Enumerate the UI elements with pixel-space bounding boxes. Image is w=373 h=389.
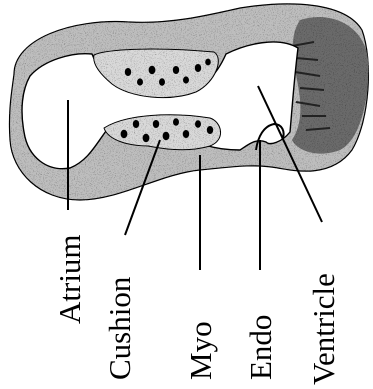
label-myo: Myo [183, 321, 218, 380]
label-cushion: Cushion [102, 276, 137, 380]
label-ventricle: Ventricle [306, 273, 341, 385]
label-atrium: Atrium [52, 234, 87, 324]
label-endo: Endo [243, 315, 278, 380]
